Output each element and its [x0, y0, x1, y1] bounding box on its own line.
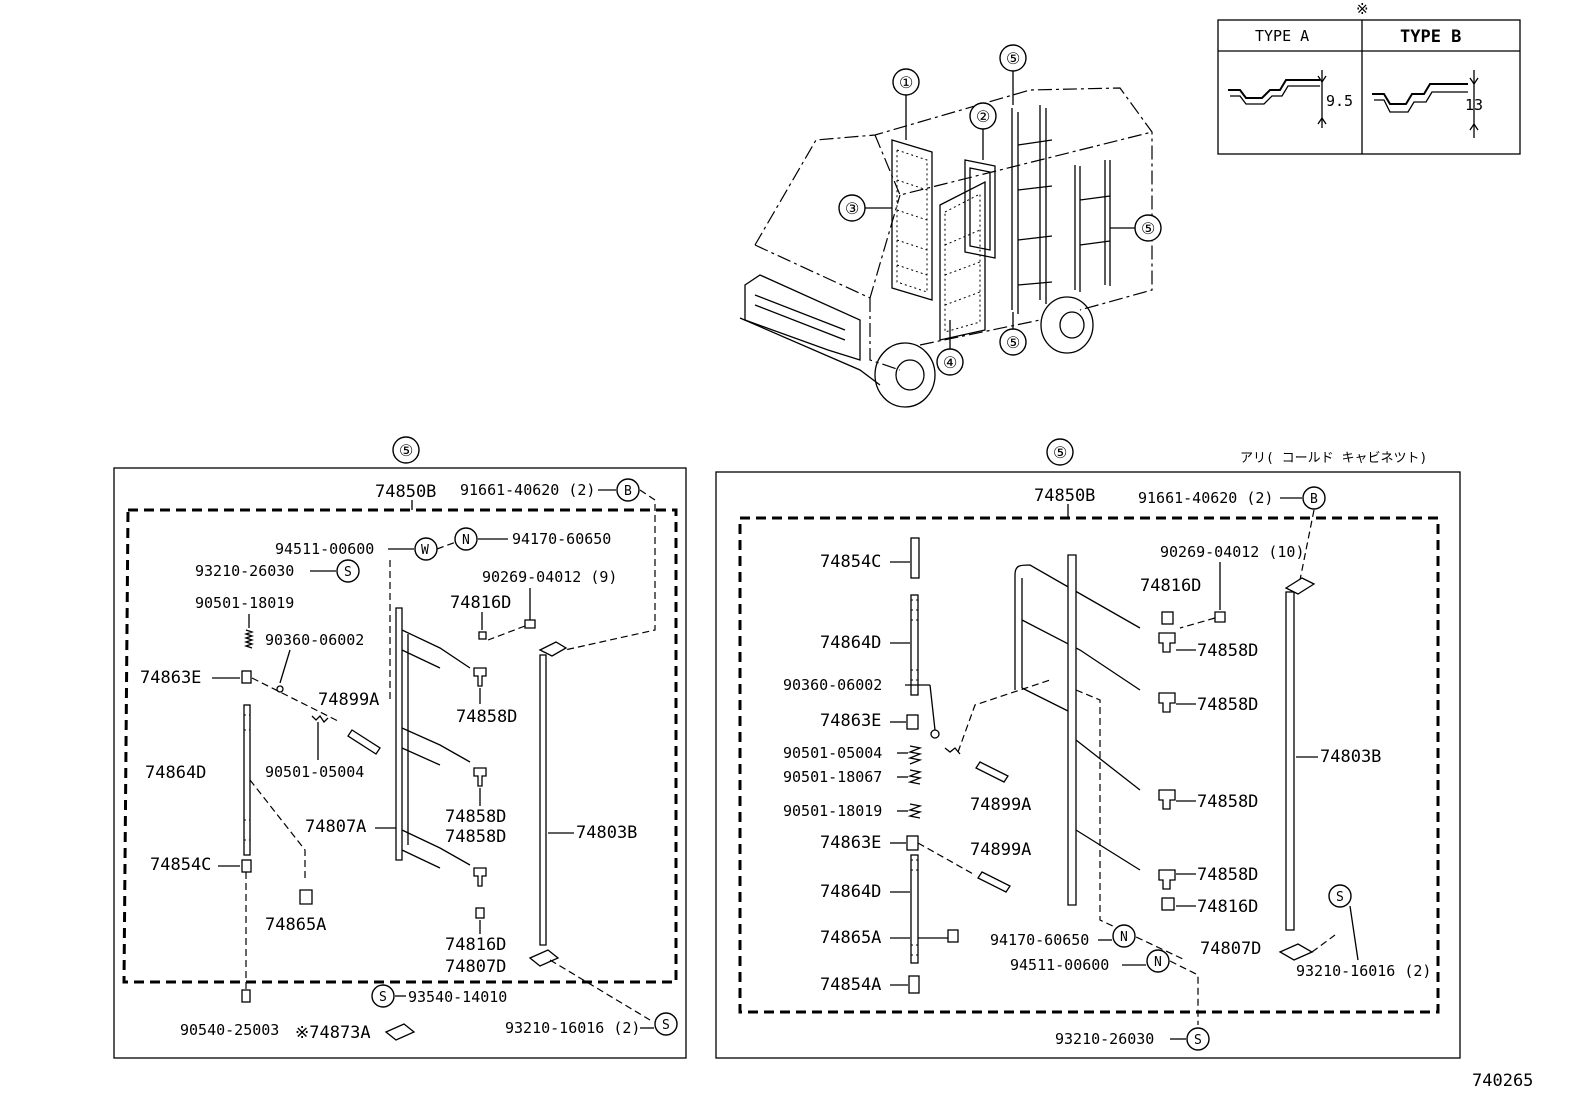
left-label-74865a: 74865A	[265, 915, 326, 935]
left-symbol-s-top: S	[344, 565, 352, 580]
right-label-74863e-2: 74863E	[820, 833, 881, 853]
right-panel-note: アリ( コールド キャビネツト)	[1240, 451, 1427, 466]
left-label-74816d-bottom: 74816D	[445, 935, 506, 955]
right-label-74863e-1: 74863E	[820, 711, 881, 731]
right-label-94511-00600: 94511-00600	[1010, 956, 1109, 974]
right-label-94170-60650: 94170-60650	[990, 931, 1089, 949]
right-label-90501-18067: 90501-18067	[783, 768, 882, 786]
right-label-74850b: 74850B	[1034, 486, 1095, 506]
left-label-74807d: 74807D	[445, 957, 506, 977]
left-label-74803b: 74803B	[576, 823, 637, 843]
left-label-74863e: 74863E	[140, 668, 201, 688]
callout-5-bottom: ⑤	[1006, 333, 1020, 352]
rear-wheel	[1040, 296, 1094, 354]
right-label-74816d-bottom: 74816D	[1197, 897, 1258, 917]
left-label-74864d: 74864D	[145, 763, 206, 783]
left-label-91661-40620: 91661-40620 (2)	[460, 481, 595, 499]
left-label-74858d-1: 74858D	[456, 707, 517, 727]
callout-1: ①	[899, 73, 913, 92]
right-label-74858d-1: 74858D	[1197, 641, 1258, 661]
left-panel-header: ⑤	[399, 441, 413, 460]
type-b-dimension: 13	[1465, 96, 1483, 114]
callout-5-top: ⑤	[1006, 49, 1020, 68]
right-label-74864d-top: 74864D	[820, 633, 881, 653]
left-label-90501-18019: 90501-18019	[195, 594, 294, 612]
right-label-74899a-2: 74899A	[970, 840, 1031, 860]
front-wheel	[874, 342, 936, 408]
callout-3: ③	[845, 199, 859, 218]
left-label-74873a: ※74873A	[295, 1023, 371, 1043]
right-label-74854a: 74854A	[820, 975, 881, 995]
left-label-90540-25003: 90540-25003	[180, 1021, 279, 1039]
right-label-93210-26030: 93210-26030	[1055, 1030, 1154, 1048]
right-symbol-n-2: N	[1154, 955, 1162, 970]
left-label-90501-05004: 90501-05004	[265, 763, 364, 781]
left-label-93540-14010: 93540-14010	[408, 988, 507, 1006]
type-b-label: TYPE B	[1400, 27, 1461, 47]
right-label-74864d-bottom: 74864D	[820, 882, 881, 902]
type-a-label: TYPE A	[1255, 27, 1309, 45]
right-label-93210-16016: 93210-16016 (2)	[1296, 962, 1431, 980]
left-symbol-n: N	[462, 533, 470, 548]
left-symbol-w: W	[421, 543, 429, 558]
truck-overview: ① ② ③ ④ ⑤ ⑤ ⑤	[739, 44, 1162, 408]
right-label-74858d-4: 74858D	[1197, 865, 1258, 885]
right-symbol-n-1: N	[1120, 930, 1128, 945]
right-label-74816d-top: 74816D	[1140, 576, 1201, 596]
left-panel: ⑤ 74850B 91661-40620 (2) B 94511-00600 W…	[113, 436, 687, 1059]
right-label-74899a-1: 74899A	[970, 795, 1031, 815]
right-panel: ⑤ アリ( コールド キャビネツト) 74850B 91661-40620 (2…	[715, 438, 1461, 1059]
left-label-74854c: 74854C	[150, 855, 211, 875]
left-label-74850b: 74850B	[375, 482, 436, 502]
left-label-74816d-top: 74816D	[450, 593, 511, 613]
left-label-93210-16016: 93210-16016 (2)	[505, 1019, 640, 1037]
right-label-90501-18019: 90501-18019	[783, 802, 882, 820]
left-label-90360-06002: 90360-06002	[265, 631, 364, 649]
right-label-74858d-3: 74858D	[1197, 792, 1258, 812]
callout-2: ②	[976, 107, 990, 126]
left-label-74899a: 74899A	[318, 690, 379, 710]
right-label-74854c: 74854C	[820, 552, 881, 572]
left-symbol-s-mid: S	[379, 990, 387, 1005]
right-symbol-b: B	[1310, 492, 1318, 507]
right-symbol-s-bottom: S	[1194, 1033, 1202, 1048]
right-label-90360-06002: 90360-06002	[783, 676, 882, 694]
right-panel-header: ⑤	[1053, 443, 1067, 462]
left-label-94511-00600: 94511-00600	[275, 540, 374, 558]
type-a-dimension: 9.5	[1326, 92, 1353, 110]
left-label-74807a: 74807A	[305, 817, 366, 837]
right-label-74807d: 74807D	[1200, 939, 1261, 959]
right-label-74865a: 74865A	[820, 928, 881, 948]
type-table: ※ TYPE A TYPE B 9.5 13	[1217, 0, 1521, 155]
callout-4: ④	[943, 353, 957, 372]
right-symbol-s-right: S	[1336, 890, 1344, 905]
right-label-90269-04012: 90269-04012 (10)	[1160, 543, 1305, 561]
left-label-90269-04012: 90269-04012 (9)	[482, 568, 617, 586]
type-table-note-mark: ※	[1356, 0, 1369, 18]
left-symbol-s-bottom: S	[662, 1018, 670, 1033]
left-label-74858d-2: 74858D	[445, 807, 506, 827]
left-label-94170-60650: 94170-60650	[512, 530, 611, 548]
right-label-91661-40620: 91661-40620 (2)	[1138, 489, 1273, 507]
left-label-93210-26030: 93210-26030	[195, 562, 294, 580]
figure-number: 740265	[1472, 1071, 1533, 1091]
right-label-74858d-2: 74858D	[1197, 695, 1258, 715]
callout-5-right: ⑤	[1141, 219, 1155, 238]
left-symbol-b: B	[624, 484, 632, 499]
left-label-74858d-3: 74858D	[445, 827, 506, 847]
right-label-90501-05004: 90501-05004	[783, 744, 882, 762]
right-label-74803b: 74803B	[1320, 747, 1381, 767]
